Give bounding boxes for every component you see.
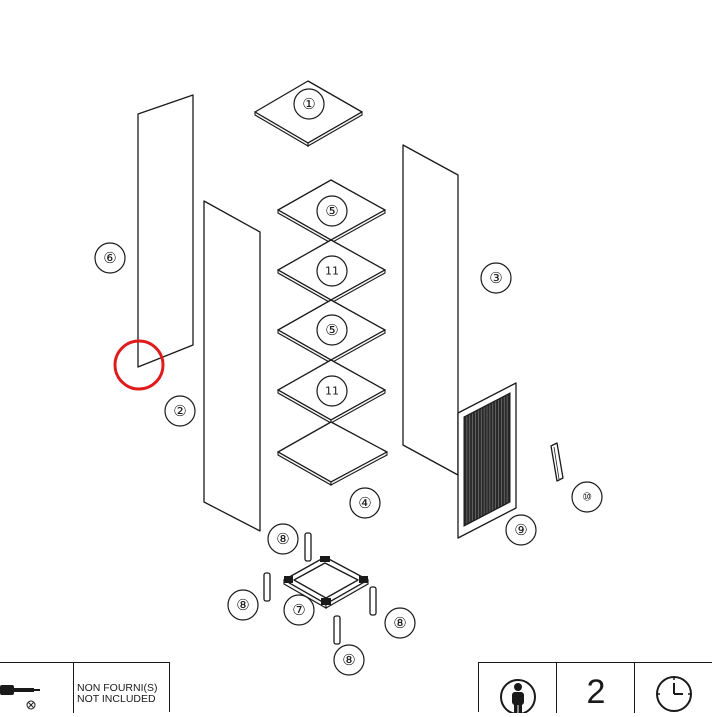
svg-text:①: ①	[302, 95, 315, 113]
screwdriver-icon	[0, 685, 40, 710]
side-panel-2	[203, 200, 261, 532]
callout-10: ⑩	[571, 481, 603, 513]
dowel-left	[263, 572, 271, 602]
bottom-board-4	[277, 421, 388, 486]
people-count-cell: 2	[557, 663, 635, 713]
not-included-note: NON FOURNI(S) NOT INCLUDED	[77, 683, 169, 705]
svg-text:⑤: ⑤	[325, 202, 338, 220]
people-count: 2	[586, 673, 606, 711]
svg-text:11: 11	[325, 385, 339, 398]
base-frame-7	[283, 556, 369, 609]
callout-11-lower: 11	[316, 375, 348, 407]
highlight-circle	[113, 339, 165, 391]
person-cell	[479, 663, 557, 713]
clock-icon	[656, 676, 692, 712]
time-cell	[635, 663, 712, 713]
side-panel-6	[137, 94, 194, 368]
callout-5-upper: ⑤	[316, 195, 348, 227]
svg-text:⑧: ⑧	[393, 614, 406, 632]
callout-6: ⑥	[94, 242, 126, 274]
svg-text:③: ③	[489, 269, 502, 287]
svg-text:⑧: ⑧	[342, 651, 355, 669]
callout-2: ②	[164, 395, 196, 427]
callout-4: ④	[349, 487, 381, 519]
svg-text:⑧: ⑧	[276, 530, 289, 548]
callout-7: ⑦	[283, 594, 315, 626]
assembly-info-panel: 2	[478, 662, 712, 713]
svg-text:④: ④	[358, 494, 371, 512]
side-panel-3	[402, 144, 459, 476]
svg-text:⑩: ⑩	[582, 491, 592, 504]
callout-5-lower: ⑤	[316, 314, 348, 346]
callout-8-right: ⑧	[384, 607, 416, 639]
svg-text:⑧: ⑧	[236, 596, 249, 614]
svg-text:⑦: ⑦	[292, 601, 305, 619]
tools-panel: NON FOURNI(S) NOT INCLUDED	[0, 662, 170, 713]
callout-1: ①	[293, 88, 325, 120]
svg-text:⑨: ⑨	[514, 521, 527, 539]
not-included-fr: NON FOURNI(S)	[77, 682, 158, 694]
callout-8-bottom: ⑧	[333, 644, 365, 676]
connector-10	[550, 442, 564, 482]
callout-3: ③	[480, 262, 512, 294]
svg-text:⑤: ⑤	[325, 321, 338, 339]
tool-cell	[0, 663, 74, 713]
dowel-right	[369, 586, 377, 616]
svg-text:⑥: ⑥	[103, 249, 116, 267]
dowel-top	[304, 532, 312, 562]
svg-text:11: 11	[325, 265, 339, 278]
svg-text:②: ②	[173, 402, 186, 420]
callout-11-upper: 11	[316, 255, 348, 287]
callout-8-top: ⑧	[267, 523, 299, 555]
person-icon	[500, 679, 536, 713]
callout-8-left: ⑧	[227, 589, 259, 621]
callout-9: ⑨	[505, 514, 537, 546]
grille-panel-9	[457, 382, 517, 539]
dowel-bottom	[333, 615, 341, 645]
not-included-en: NOT INCLUDED	[77, 693, 156, 705]
